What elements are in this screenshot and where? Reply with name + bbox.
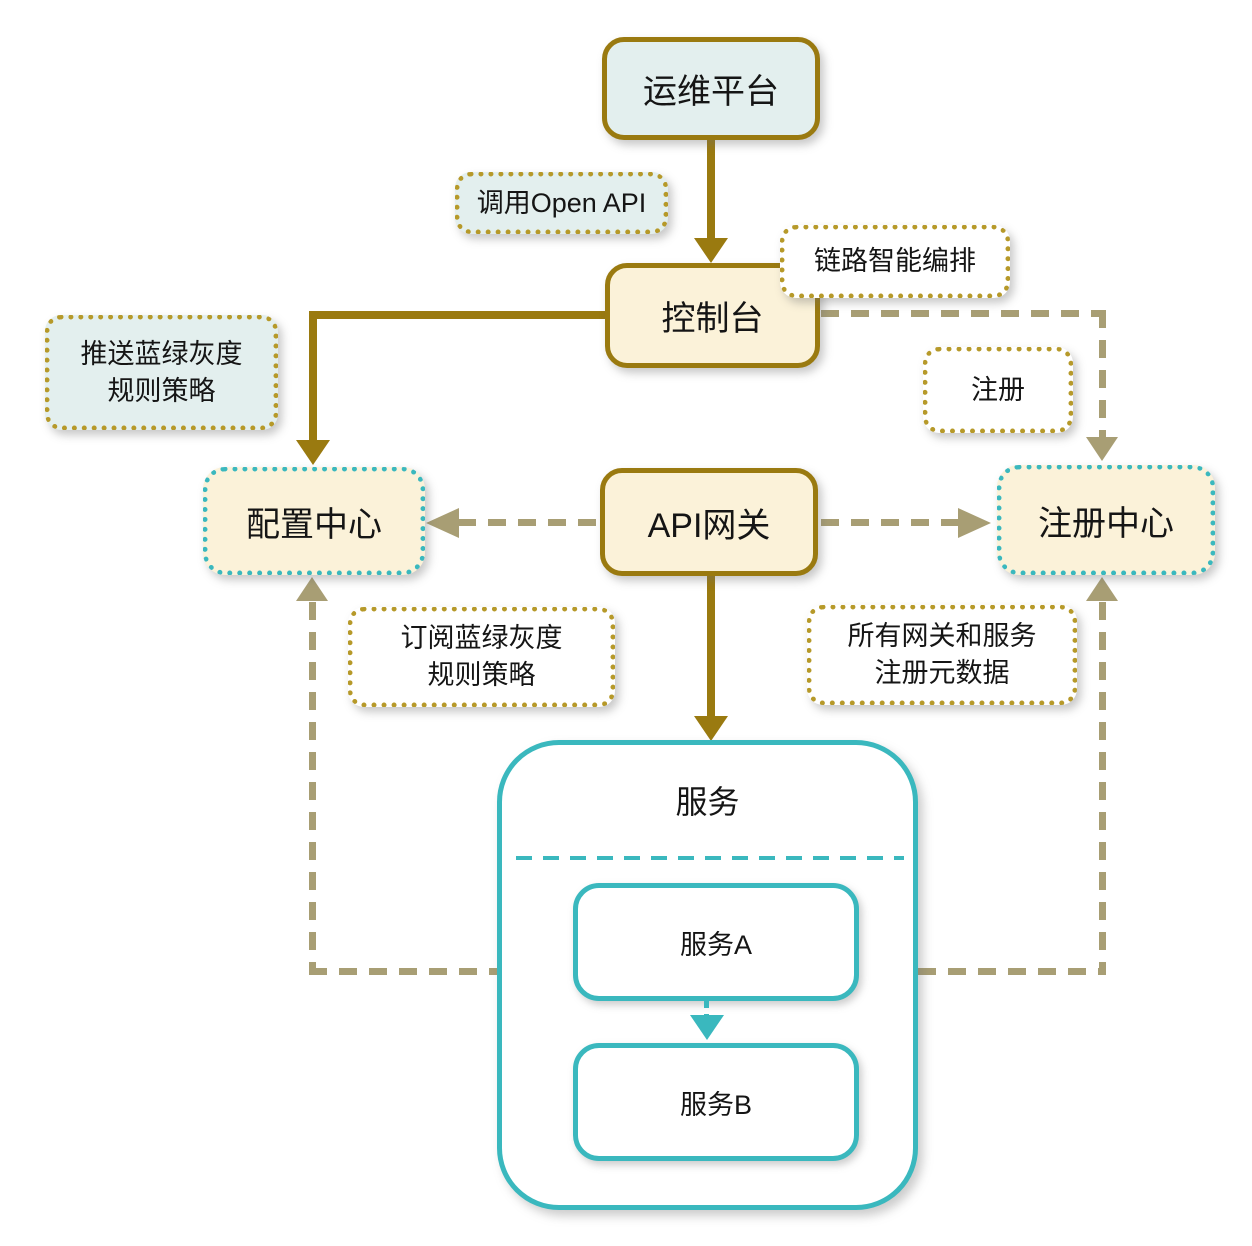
label-push-rules-line1: 推送蓝绿灰度 [80,338,243,369]
label-subscribe-rules: 订阅蓝绿灰度 规则策略 [348,607,615,707]
node-config-center: 配置中心 [203,467,425,575]
label-registration-metadata-line2: 注册元数据 [874,658,1010,688]
node-service-a: 服务A [573,883,859,1001]
node-ops-platform: 运维平台 [602,37,820,140]
label-link-orchestration-text: 链路智能编排 [814,246,976,276]
label-link-orchestration: 链路智能编排 [780,225,1010,298]
connector-service-to-config-horizontal [309,968,497,975]
arrowhead-gateway-to-registry [958,508,991,538]
connector-ops-to-console [707,138,715,240]
label-push-rules: 推送蓝绿灰度 规则策略 [45,315,278,430]
connector-console-to-registry-horizontal [821,310,1106,317]
connector-console-to-config-vertical [309,311,317,441]
label-register-text: 注册 [971,374,1025,405]
connector-service-to-config-vertical [309,602,316,972]
connector-gateway-to-registry [821,519,959,526]
node-registry-center-label: 注册中心 [1038,504,1174,543]
arrowhead-gateway-to-config [426,508,459,538]
arrowhead-service-to-registry [1086,577,1118,601]
node-console-label: 控制台 [661,300,764,338]
arrowhead-ops-to-console [694,238,728,263]
node-config-center-label: 配置中心 [246,505,382,544]
arrowhead-gateway-to-service [694,716,728,741]
node-service-group: 服务 服务A 服务B [497,740,918,1210]
label-registration-metadata-line1: 所有网关和服务 [847,621,1037,651]
arrowhead-console-to-config [296,440,330,465]
connector-console-to-config-horizontal [313,311,607,319]
connector-gateway-to-service [707,576,715,718]
label-registration-metadata: 所有网关和服务 注册元数据 [807,605,1077,705]
connector-service-to-registry-horizontal [918,968,1106,975]
node-registry-center: 注册中心 [997,465,1215,575]
label-subscribe-rules-line1: 订阅蓝绿灰度 [400,623,563,653]
label-register: 注册 [923,347,1073,433]
label-call-open-api: 调用Open API [455,172,668,234]
arrowhead-service-to-config [296,577,328,601]
node-service-group-label: 服务 [675,784,740,820]
label-push-rules-line2: 规则策略 [107,375,216,406]
node-api-gateway: API网关 [600,468,818,576]
node-service-a-label: 服务A [679,929,752,960]
label-call-open-api-text: 调用Open API [476,187,647,218]
connector-service-a-to-b [704,1001,709,1017]
arrowhead-service-a-to-b [690,1015,724,1040]
node-ops-platform-label: 运维平台 [643,73,779,111]
node-api-gateway-label: API网关 [647,506,771,545]
node-service-b-label: 服务B [679,1089,752,1120]
label-subscribe-rules-line2: 规则策略 [427,660,536,690]
arrowhead-console-to-registry [1086,437,1118,461]
connector-service-to-registry-vertical [1099,602,1106,972]
node-service-b: 服务B [573,1043,859,1161]
connector-gateway-to-config [458,519,598,526]
connector-console-to-registry-vertical [1099,310,1106,438]
service-group-divider [516,856,904,860]
